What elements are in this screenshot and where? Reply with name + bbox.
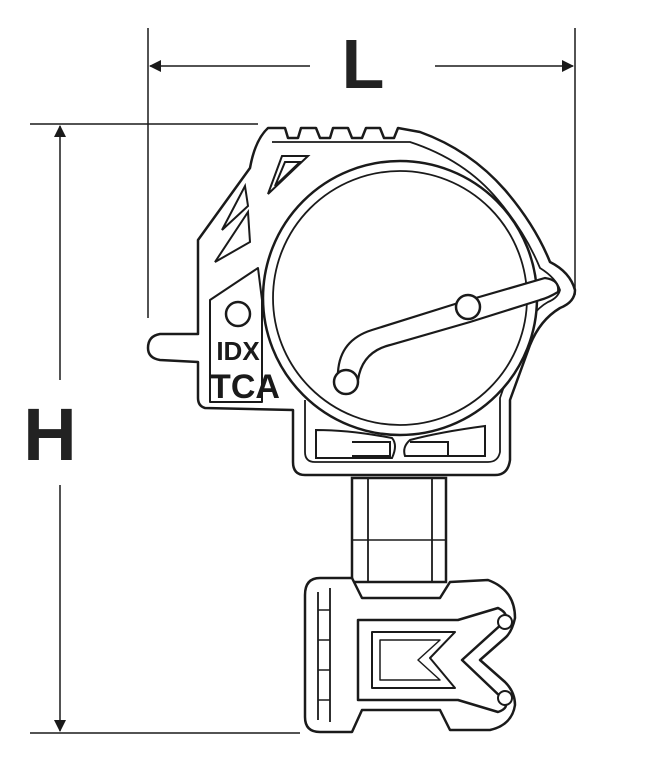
- clip-jaw-inner: [371, 631, 456, 689]
- height-label: H: [23, 393, 76, 476]
- mounting-hole: [224, 300, 252, 328]
- cable-opening: [261, 159, 539, 437]
- latch-pivot: [454, 293, 482, 321]
- height-dimension: H: [23, 123, 300, 734]
- clip-hole-bottom: [497, 690, 513, 706]
- grip-recess-upper-inner: [274, 161, 303, 187]
- grip-recess-middle: [214, 208, 252, 263]
- latch-end-knob: [332, 368, 360, 396]
- slot-left-inner: [352, 441, 391, 457]
- grip-recess-upper: [267, 155, 311, 195]
- marking-line-1: IDX: [216, 336, 260, 366]
- length-dimension: L: [147, 25, 576, 318]
- clip-hole-top: [497, 614, 513, 630]
- molded-marking: IDX TCA: [210, 336, 280, 406]
- slot-right-inner: [410, 441, 449, 457]
- grip-recess-lower: [221, 182, 250, 231]
- bottom-clip: [303, 576, 517, 734]
- clip-jaw-inner-2: [379, 639, 441, 681]
- housing-slots: [315, 424, 486, 459]
- stem: [350, 476, 448, 584]
- latch-arm-body: [336, 276, 560, 382]
- left-lobe-frame: [209, 267, 263, 403]
- latch-arm: [332, 276, 560, 396]
- slot-left: [315, 428, 396, 459]
- marking-line-2: TCA: [210, 368, 280, 406]
- housing-inner-outline: [272, 141, 561, 463]
- length-label: L: [342, 25, 385, 103]
- grip-recesses: [214, 155, 311, 263]
